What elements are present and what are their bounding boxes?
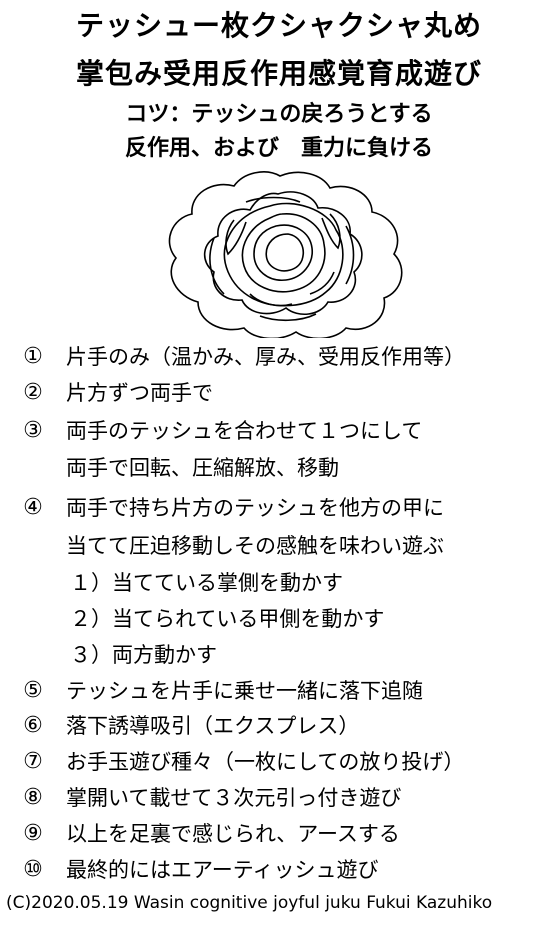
item-text: １）当てている掌側を動かす [70, 571, 343, 595]
item-number: ③ [23, 418, 43, 443]
item-number: ⑨ [23, 821, 43, 846]
copyright-footer: (C)2020.05.19 Wasin cognitive joyful juk… [6, 893, 493, 913]
item-text: 両手で持ち片方のテッシュを他方の甲に [66, 496, 444, 520]
item-text: 以上を足裏で感じられ、アースする [66, 822, 400, 846]
item-text: 最終的にはエアーティッシュ遊び [66, 858, 379, 882]
item-number: ② [23, 380, 43, 405]
tip-line-2: 反作用、および 重力に負ける [124, 136, 433, 161]
item-number: ⑩ [23, 857, 43, 882]
item-text: テッシュを片手に乗せ一緒に落下追随 [66, 679, 423, 703]
item-text: お手玉遊び種々（一枚にしての放り投げ） [66, 750, 465, 774]
item-text: 片手のみ（温かみ、厚み、受用反作用等） [66, 345, 465, 369]
item-text: ２）当てられている甲側を動かす [70, 607, 385, 631]
item-number: ⑤ [23, 678, 43, 703]
item-text: 掌開いて載せて３次元引っ付き遊び [66, 786, 402, 810]
item-text: 両手のテッシュを合わせて１つにして [66, 419, 423, 443]
item-text: 片方ずつ両手で [66, 381, 213, 405]
item-text: 当てて圧迫移動しその感触を味わい遊ぶ [66, 534, 444, 558]
item-number: ⑦ [23, 749, 43, 774]
item-text: 落下誘導吸引（エクスプレス） [66, 714, 360, 738]
item-number: ① [23, 344, 43, 369]
tip-line-1: コツ：テッシュの戻ろうとする [125, 102, 433, 127]
item-number: ⑧ [23, 785, 43, 810]
title-line-1: テッシュー枚クシャクシャ丸め [75, 9, 482, 42]
title-line-2: 掌包み受用反作用感覚育成遊び [75, 57, 482, 90]
item-number: ④ [23, 495, 43, 520]
item-number: ⑥ [23, 713, 43, 738]
item-text: 両手で回転、圧縮解放、移動 [66, 456, 339, 480]
crumpled-tissue-illustration [168, 171, 403, 338]
item-text: ３）両方動かす [70, 643, 217, 667]
